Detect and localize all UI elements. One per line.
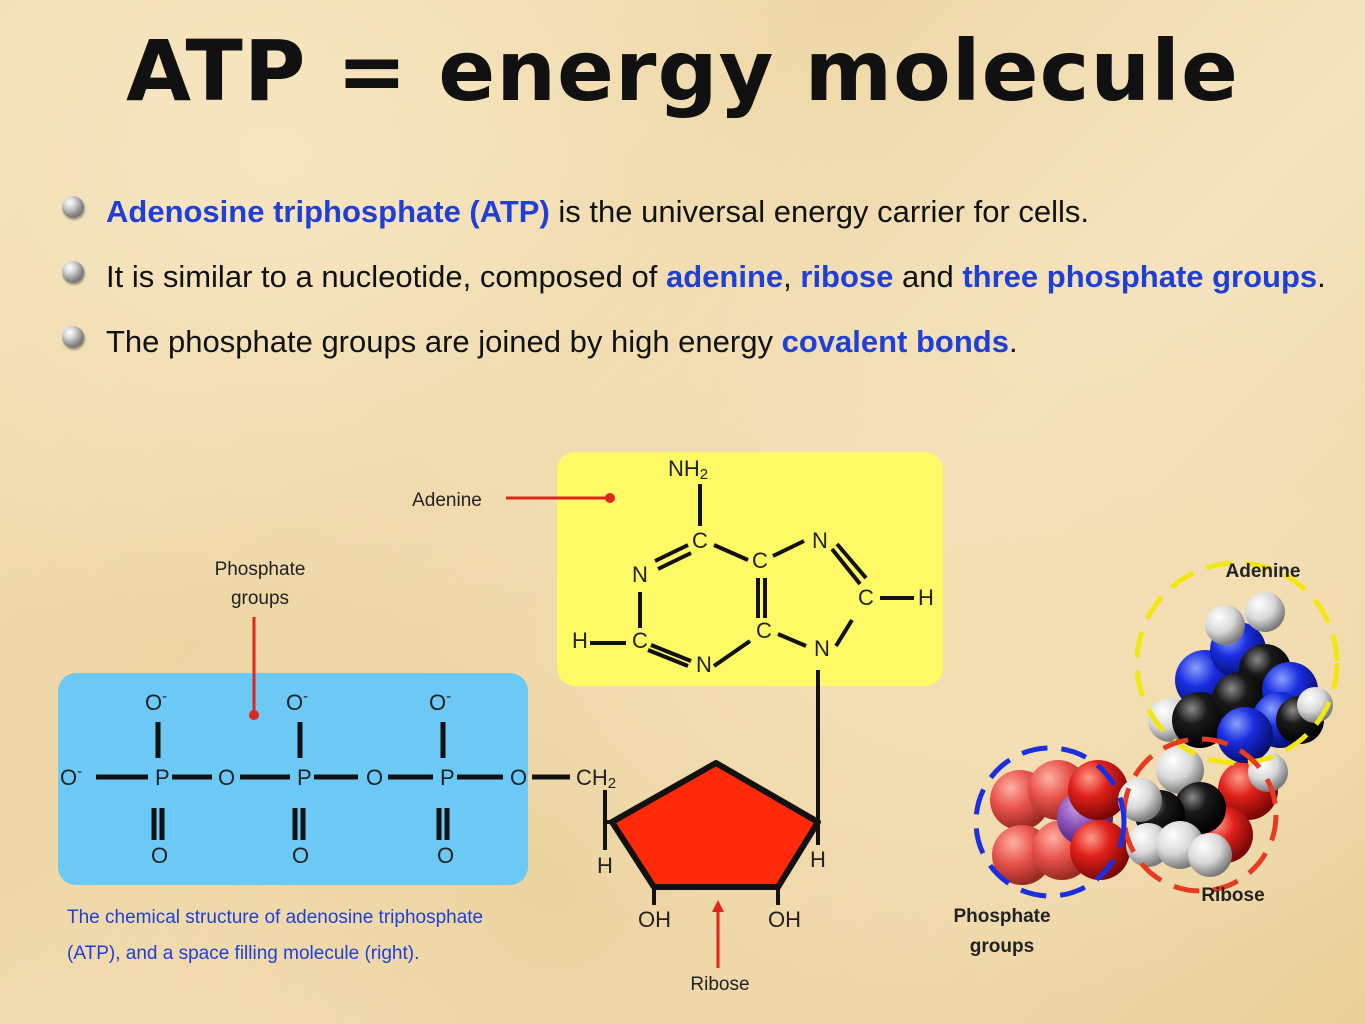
bullet-icon: [62, 261, 84, 283]
phosphate-box: [58, 673, 528, 885]
atom-label: N: [632, 562, 648, 587]
atom-label: OH: [768, 907, 801, 932]
body-text: It is similar to a nucleotide, composed …: [106, 259, 666, 294]
figure-caption: The chemical structure of adenosine trip…: [67, 900, 607, 972]
caption-line: (ATP), and a space filling molecule (rig…: [67, 943, 420, 964]
slide-title: ATP = energy molecule: [126, 22, 1239, 120]
atom-label: O: [218, 765, 235, 790]
atom-label: H: [597, 853, 613, 878]
ribose-ring-marker: [1121, 736, 1279, 894]
ribose-label: Ribose: [690, 974, 749, 995]
atom-label: O: [437, 843, 454, 868]
caption-line: The chemical structure of adenosine trip…: [67, 907, 484, 928]
atom-label: CH2: [576, 765, 616, 792]
model-phosphate-line: groups: [969, 936, 1035, 957]
atom-label: N: [696, 652, 712, 677]
adenine-atoms: NH2 C C N N C H C H C N N: [572, 456, 934, 677]
phosphate-label: groups: [231, 588, 289, 609]
atom-label: C: [858, 585, 874, 610]
bullet-item: The phosphate groups are joined by high …: [62, 320, 1332, 363]
bullet-icon: [62, 196, 84, 218]
atom-label: P: [297, 765, 312, 790]
adenine-pointer-dot: [605, 493, 615, 503]
atom-label: C: [756, 618, 772, 643]
body-text: is the universal energy carrier for cell…: [549, 194, 1090, 229]
highlight-text: adenine: [665, 259, 784, 294]
highlight-text: Adenosine triphosphate (ATP): [106, 194, 550, 229]
adenine-ring: [1134, 560, 1340, 766]
atom-label: O: [292, 843, 309, 868]
phosphate-label: Phosphate: [215, 559, 306, 580]
phosphate-atoms: O- P O P O P O O- O- O- O O O: [60, 688, 527, 868]
bullet-list: Adenosine triphosphate (ATP) is the univ…: [62, 190, 1332, 385]
atom-label: NH2: [668, 456, 708, 483]
body-text: .: [1317, 259, 1326, 294]
bullet-icon: [62, 326, 84, 348]
atom-label: N: [814, 636, 830, 661]
atom-label: H: [918, 585, 934, 610]
phosphate-pointer-dot: [249, 710, 259, 720]
atom-label: H: [572, 628, 588, 653]
body-text: .: [1008, 324, 1018, 359]
model-phosphate-line: Phosphate: [953, 906, 1051, 927]
atom-label: O: [151, 843, 168, 868]
bullet-item: Adenosine triphosphate (ATP) is the univ…: [62, 190, 1332, 233]
atom-label: O-: [145, 688, 167, 715]
atom-label: O: [366, 765, 383, 790]
atom-label: O-: [429, 688, 451, 715]
atom-label: C: [752, 548, 768, 573]
highlight-text: three phosphate groups: [962, 259, 1318, 294]
ribose-pointer-arrow: [712, 900, 724, 912]
atom-label: O: [510, 765, 527, 790]
phosphate-bonds: [96, 722, 570, 840]
atom-label: O-: [286, 688, 308, 715]
phosphate-ring: [973, 745, 1127, 899]
bullet-item: It is similar to a nucleotide, composed …: [62, 255, 1332, 298]
body-text: The phosphate groups are joined by high …: [106, 324, 782, 359]
model-adenine-label: Adenine: [1225, 561, 1301, 582]
body-text: and: [893, 259, 963, 294]
adenine-label: Adenine: [412, 490, 482, 511]
atom-label: P: [155, 765, 170, 790]
atom-label: OH: [638, 907, 671, 932]
atom-label: C: [632, 628, 648, 653]
atom-label: P: [440, 765, 455, 790]
highlight-text: ribose: [800, 259, 894, 294]
adenine-bonds: [590, 484, 914, 668]
atom-label: N: [812, 528, 828, 553]
space-filling-model: [973, 560, 1340, 899]
ribose-ring: [609, 760, 821, 890]
adenine-box: [557, 452, 943, 686]
model-phosphate-label: Phosphate groups: [932, 902, 1072, 962]
model-ribose-label: Ribose: [1201, 885, 1265, 906]
atom-label: H: [810, 847, 826, 872]
body-text: ,: [783, 259, 801, 294]
ribose-atoms: H H OH OH CH2: [576, 765, 826, 932]
atom-label: C: [692, 528, 708, 553]
highlight-text: covalent bonds: [781, 324, 1009, 359]
atom-label: O-: [60, 763, 82, 790]
